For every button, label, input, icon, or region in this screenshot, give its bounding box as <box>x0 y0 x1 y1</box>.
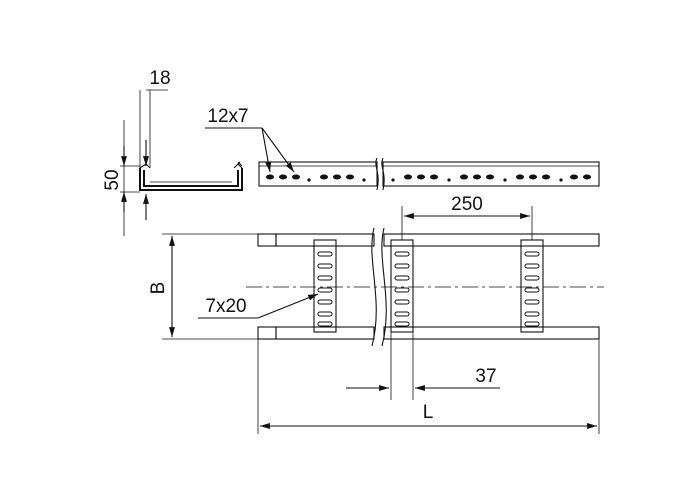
length-dimension: L <box>257 339 600 434</box>
bottom-rail-end-cap <box>257 326 277 340</box>
cross-section-profile <box>139 168 243 191</box>
cross-section-flange-left <box>139 163 151 169</box>
slot-size-label: 7x20 <box>205 296 246 317</box>
rung-3 <box>520 239 544 333</box>
height-label: 50 <box>102 169 123 190</box>
rung-1 <box>313 239 337 333</box>
cross-section-view <box>139 161 243 191</box>
width-dimension: B <box>148 233 258 340</box>
rail-holes-right <box>391 174 591 182</box>
plan-view <box>246 227 604 347</box>
side-rail-view: 12x7 <box>205 106 600 191</box>
slot-size-callout: 7x20 <box>198 293 319 319</box>
rung-2 <box>390 239 414 333</box>
hole-size-label: 12x7 <box>207 106 248 127</box>
height-dimension: 50 <box>102 120 140 236</box>
flange-width-label: 18 <box>149 68 170 89</box>
rung-width-label: 37 <box>475 366 496 387</box>
rung-spacing-label: 250 <box>451 194 483 215</box>
rung-spacing-dimension: 250 <box>401 194 533 240</box>
rail-holes-left <box>266 174 366 182</box>
width-label: B <box>148 282 169 295</box>
length-label: L <box>423 402 434 423</box>
rung-width-dimension: 37 <box>346 332 500 400</box>
top-rail-end-cap <box>257 233 277 247</box>
flange-width-dimension: 18 <box>139 68 171 220</box>
